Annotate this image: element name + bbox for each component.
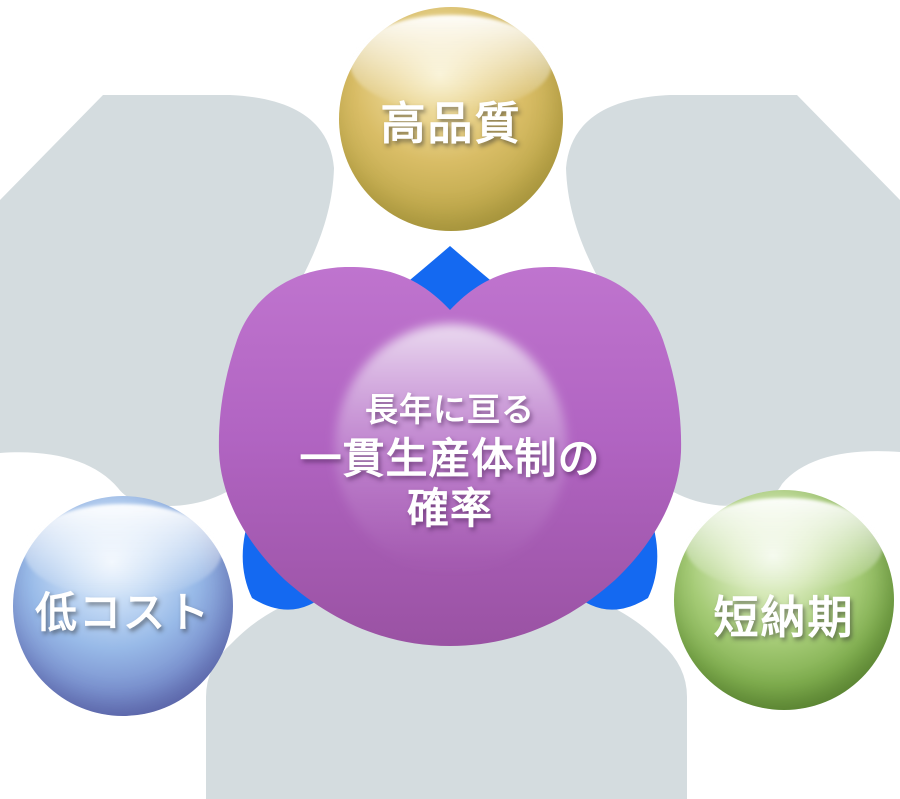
node-sphere-high-quality: 高品質: [339, 7, 563, 231]
node-label-low-cost: 低コスト: [34, 588, 211, 636]
center-caption-line1: 長年に亘る: [364, 391, 535, 428]
right-petal: [566, 95, 900, 506]
center-caption: 長年に亘る 一貫生産体制の 確率: [299, 390, 600, 534]
left-petal: [0, 95, 334, 506]
node-sphere-low-cost: 低コスト: [13, 496, 233, 716]
center-caption-line3: 確率: [406, 484, 494, 532]
center-caption-line2: 一貫生産体制の: [299, 434, 601, 482]
node-label-short-delivery: 短納期: [713, 591, 855, 643]
sphere-gloss: [350, 14, 552, 112]
node-sphere-short-delivery: 短納期: [674, 490, 894, 710]
node-label-high-quality: 高品質: [380, 97, 522, 149]
sphere-gloss: [685, 497, 883, 593]
center-blob-highlight: [335, 324, 567, 572]
bottom-petal: [206, 594, 687, 799]
sphere-gloss: [24, 503, 222, 599]
